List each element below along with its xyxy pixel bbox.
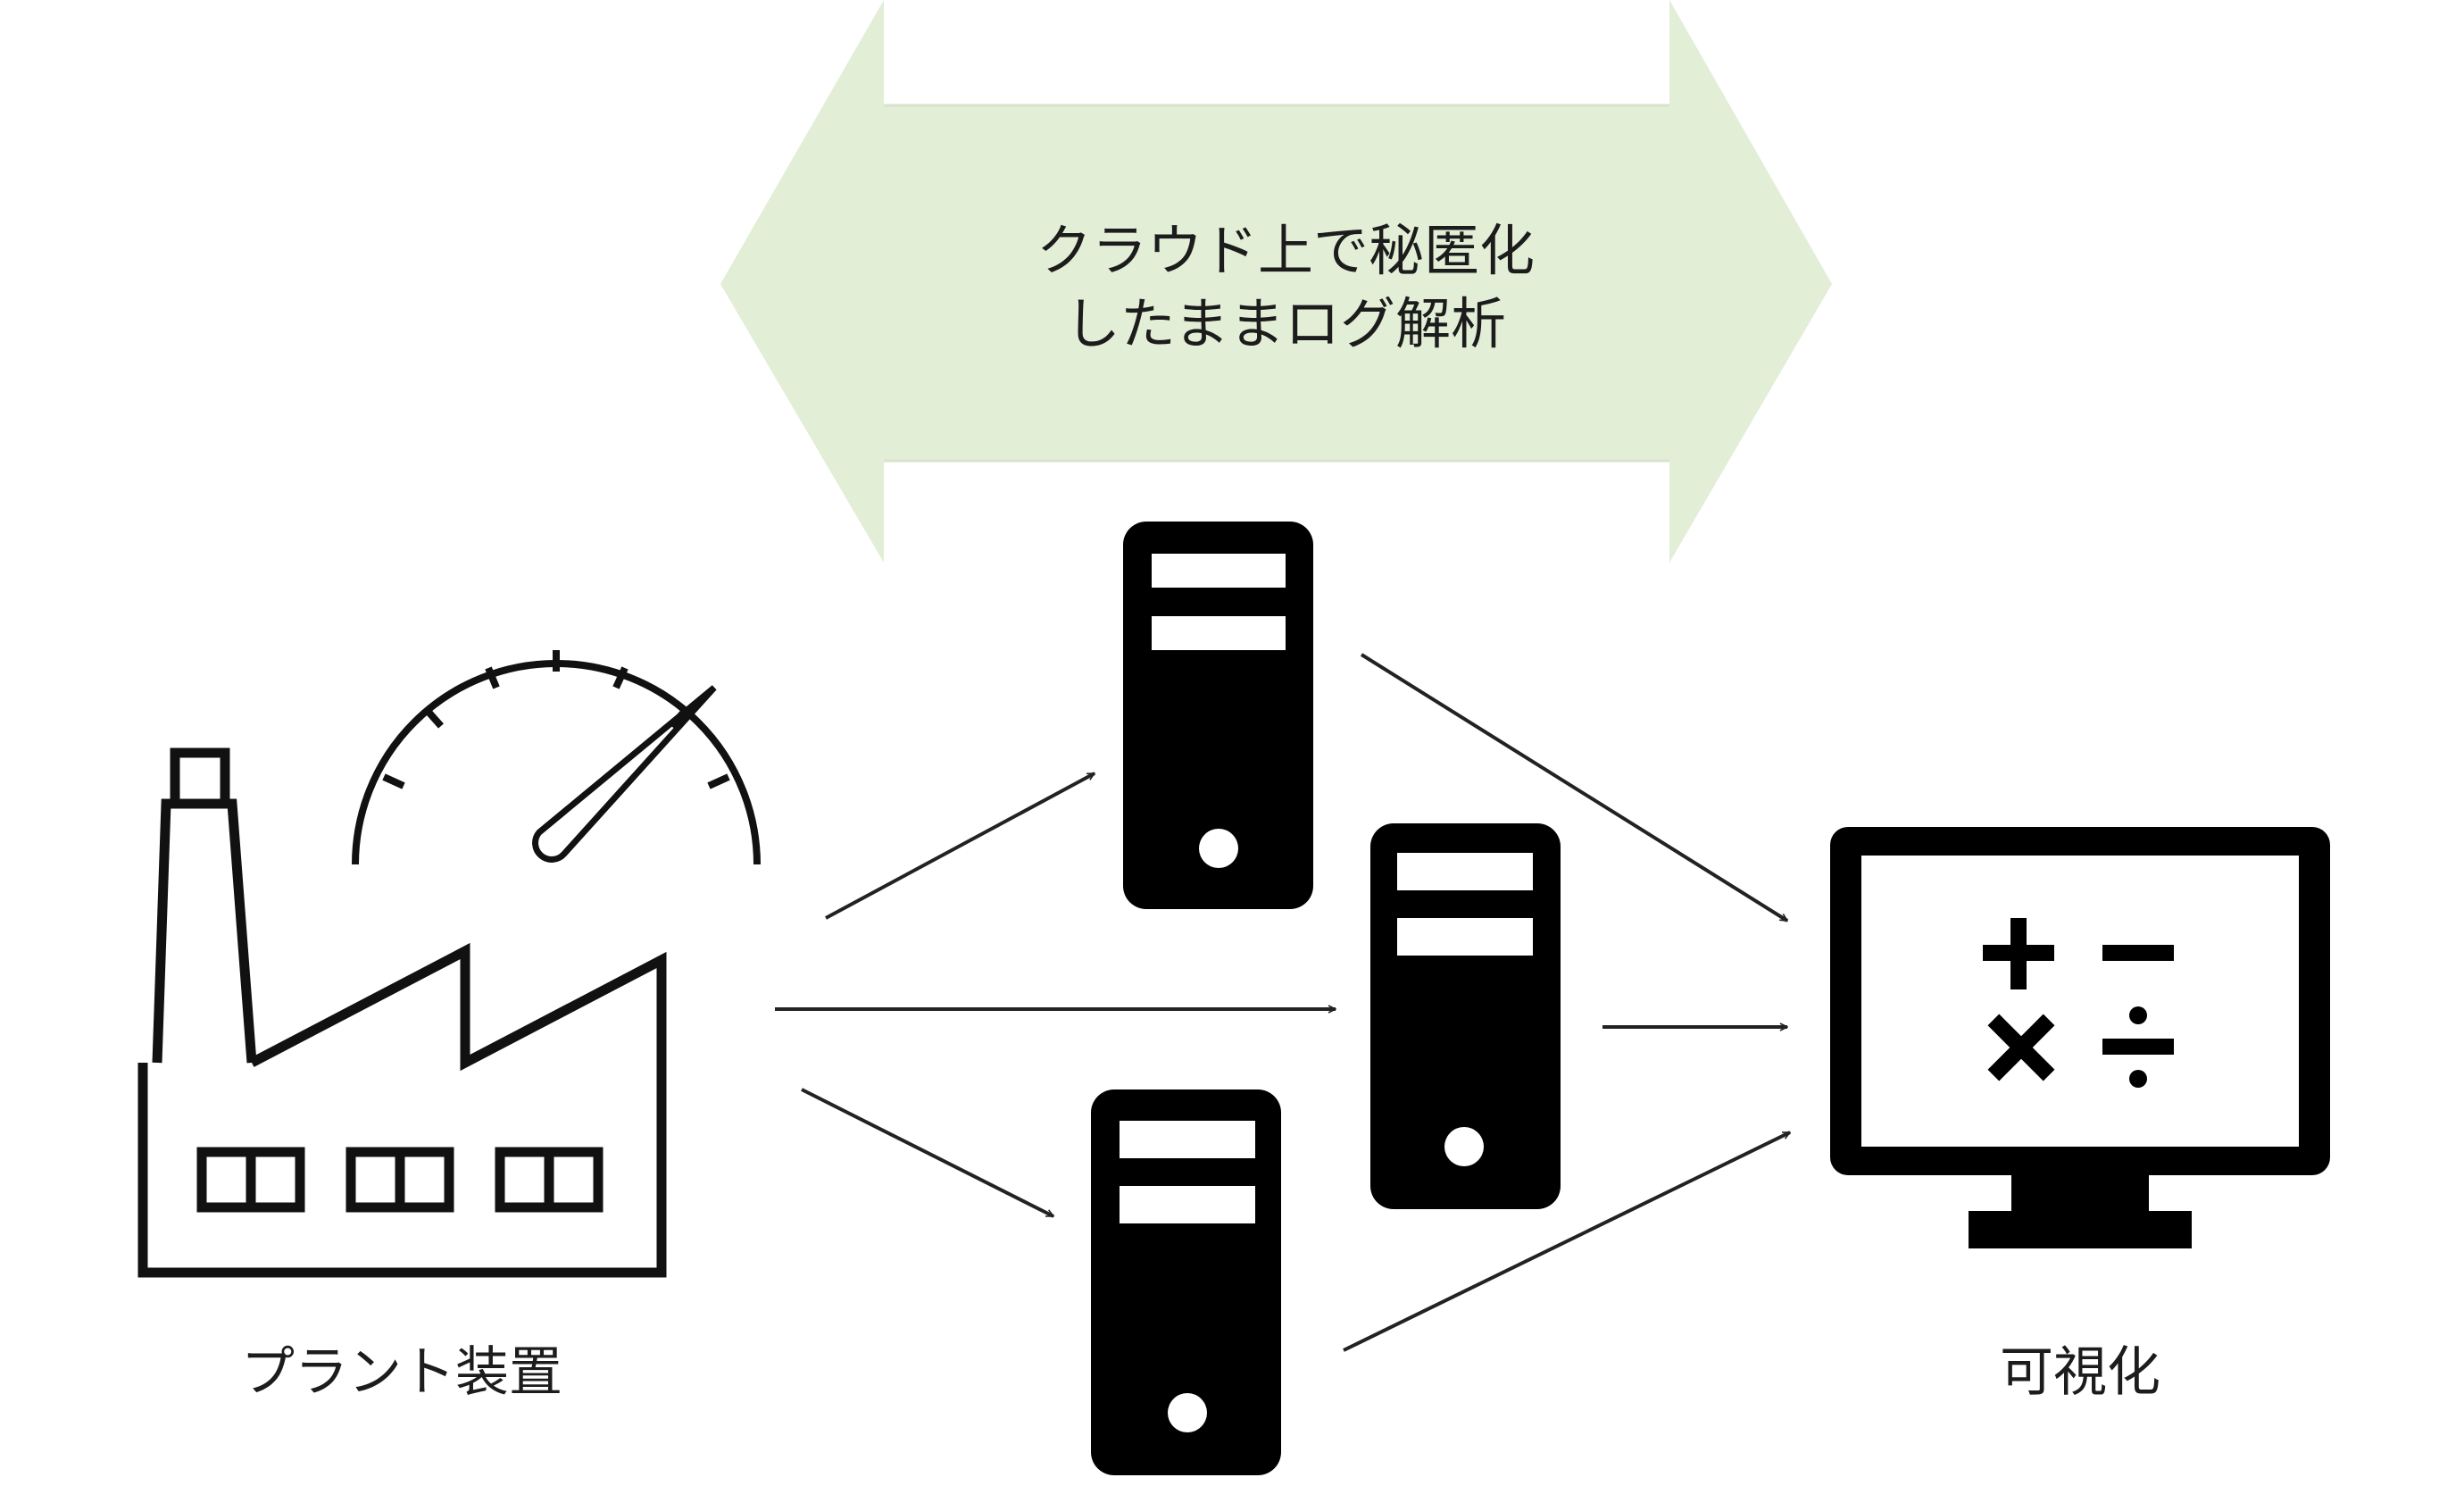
- arrow-server-bottom-to-monitor: [1343, 1131, 1790, 1352]
- flow-arrows: [775, 653, 1790, 1352]
- cloud-analysis-label: クラウド上で秘匿化 したままログ解析: [902, 214, 1669, 361]
- cloud-band-top-cut: [884, 0, 1669, 105]
- server-tower-icon: [1091, 1089, 1281, 1475]
- monitor-calculator-icon: [1830, 827, 2330, 1248]
- cloud-band-double-arrow: [720, 0, 1832, 563]
- cloud-label-line-1: クラウド上で秘匿化: [1036, 218, 1535, 283]
- arrow-plant-to-server-bottom: [801, 1088, 1053, 1218]
- plant-label: プラント装置: [241, 1341, 562, 1404]
- server-tower-icon: [1123, 522, 1313, 909]
- server-tower-icon: [1370, 823, 1561, 1209]
- factory-icon: [137, 747, 667, 1278]
- arrow-plant-to-server-top: [825, 772, 1095, 920]
- arrow-server-top-to-monitor: [1360, 653, 1787, 922]
- cloud-label-line-2: したままログ解析: [1064, 291, 1507, 356]
- gauge-icon: [352, 650, 761, 865]
- visualization-label: 可視化: [2000, 1341, 2160, 1404]
